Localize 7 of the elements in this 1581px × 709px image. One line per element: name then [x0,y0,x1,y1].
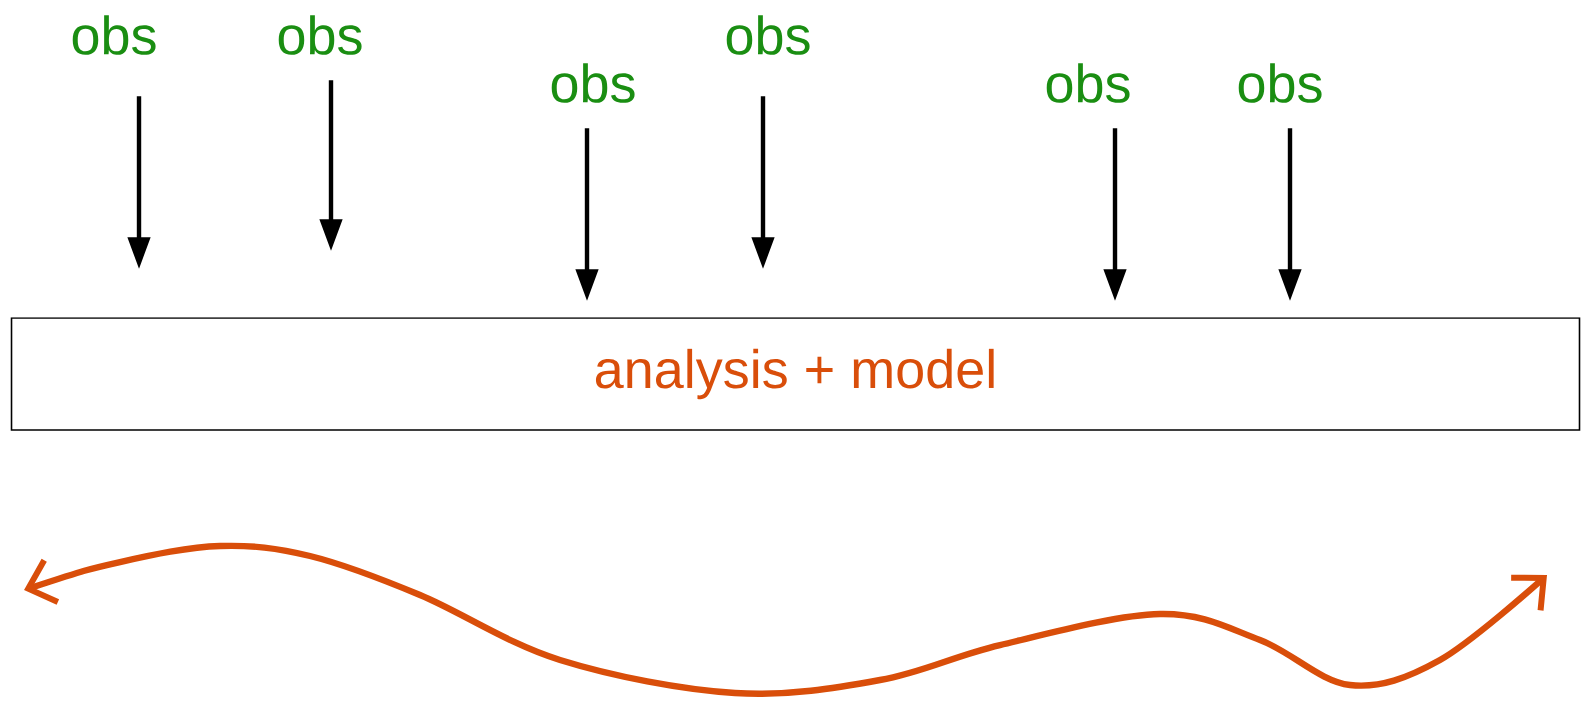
obs-label: obs [1046,63,1130,103]
obs-label: obs [1238,63,1322,103]
obs-label: obs [726,15,810,55]
process-box: analysis + model [10,317,1581,431]
obs-label: obs [551,63,635,103]
obs-label: obs [72,15,156,55]
obs-label: obs [278,15,362,55]
